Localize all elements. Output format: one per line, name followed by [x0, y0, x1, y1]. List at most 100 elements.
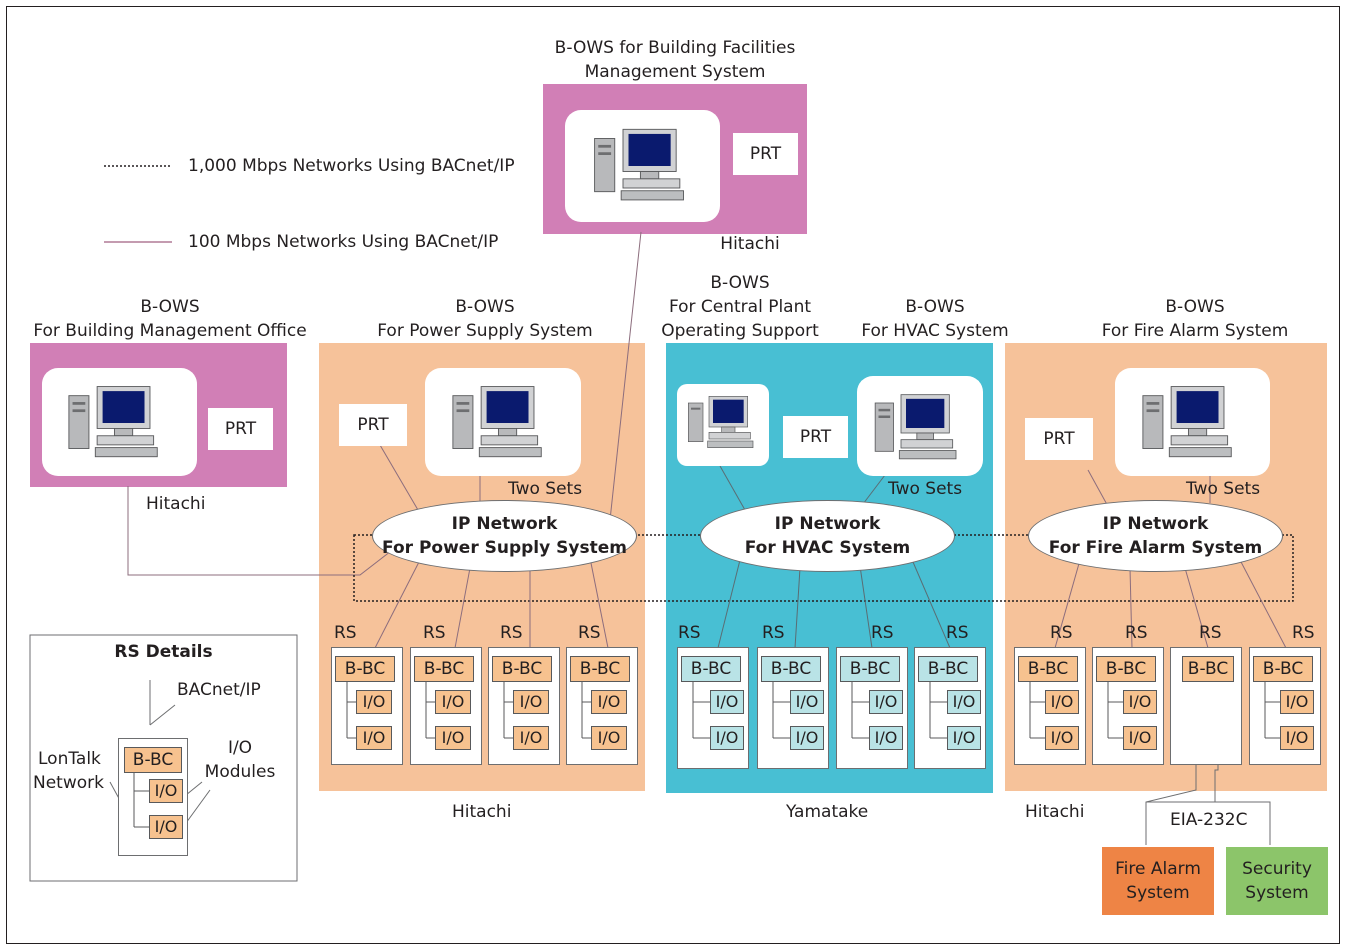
bbc-controller: B-BC — [840, 656, 900, 682]
fire-ip-network: IP Network For Fire Alarm System — [1028, 500, 1283, 572]
io-module: I/O — [513, 726, 549, 750]
power-net-1: IP Network — [451, 514, 558, 534]
io-module: I/O — [591, 690, 627, 714]
bbc-controller: B-BC — [681, 656, 741, 682]
top-ows-title-2: Management System — [584, 62, 766, 82]
workstation-icon — [452, 386, 542, 458]
central-pc-box — [677, 384, 769, 466]
diagram-frame — [6, 6, 1340, 944]
eia-label: EIA-232C — [1168, 808, 1250, 832]
io-module: I/O — [356, 690, 392, 714]
io-module: I/O — [1123, 690, 1157, 714]
hvac-sets: Two Sets — [888, 479, 963, 499]
io-module: I/O — [947, 690, 981, 714]
io-module: I/O — [1045, 726, 1079, 750]
bbc-controller: B-BC — [492, 656, 552, 682]
io-module: I/O — [149, 815, 183, 839]
fire-title-1: B-OWS — [1165, 297, 1225, 317]
fire-sets: Two Sets — [1186, 479, 1261, 499]
rs-unit: B-BC I/O I/O — [677, 647, 749, 769]
rs-details-lontalk-2: Network — [33, 773, 104, 793]
fire-alarm-system-2: System — [1126, 883, 1190, 903]
mgmt-title-2: For Building Management Office — [33, 321, 307, 341]
io-module: I/O — [869, 690, 903, 714]
fire-net-2: For Fire Alarm System — [1048, 538, 1263, 558]
fire-alarm-system-1: Fire Alarm — [1115, 859, 1201, 879]
bbc-controller: B-BC — [335, 656, 395, 682]
rs-unit: B-BC I/O I/O — [1092, 647, 1164, 765]
rs-unit: B-BC I/O I/O — [836, 647, 908, 769]
rs-details-unit: B-BC I/O I/O — [118, 738, 188, 856]
io-module: I/O — [790, 690, 824, 714]
fire-vendor: Hitachi — [1025, 802, 1085, 822]
top-ows-title-1: B-OWS for Building Facilities — [554, 38, 796, 58]
bbc-controller: B-BC — [1253, 656, 1313, 682]
bbc-controller: B-BC — [1182, 656, 1234, 682]
rs-details-io-2: Modules — [204, 762, 276, 782]
legend-fast: 100 Mbps Networks Using BACnet/IP — [188, 232, 499, 252]
central-title-3: Operating Support — [661, 321, 819, 341]
lontalk-bus — [425, 682, 435, 739]
rs-unit: B-BC I/O I/O — [331, 647, 403, 765]
fire-pc-box — [1115, 368, 1270, 476]
fire-alarm-system-box: Fire Alarm System — [1102, 847, 1214, 915]
top-ows-prt: PRT — [733, 133, 798, 175]
power-ip-network: IP Network For Power Supply System — [372, 500, 637, 572]
lontalk-bus — [1107, 682, 1123, 739]
rs-label: RS — [423, 623, 446, 643]
io-module: I/O — [591, 726, 627, 750]
hvac-title-1: B-OWS — [905, 297, 965, 317]
rs-label: RS — [1125, 623, 1148, 643]
bbc-controller: B-BC — [570, 656, 630, 682]
workstation-icon — [874, 394, 957, 460]
lontalk-bus — [692, 682, 710, 739]
workstation-icon — [68, 386, 158, 458]
lontalk-bus — [851, 682, 869, 739]
power-sets: Two Sets — [508, 479, 583, 499]
lontalk-bus — [581, 682, 591, 739]
rs-unit: B-BC I/O I/O — [566, 647, 638, 765]
fire-prt: PRT — [1025, 418, 1093, 460]
fire-title-2: For Fire Alarm System — [1101, 321, 1289, 341]
central-title-1: B-OWS — [710, 273, 770, 293]
rs-label: RS — [946, 623, 969, 643]
rs-unit: B-BC I/O I/O — [757, 647, 829, 769]
rs-details-io-1: I/O — [227, 738, 253, 758]
rs-details-bacnet: BACnet/IP — [177, 680, 261, 700]
rs-label: RS — [500, 623, 523, 643]
rs-label: RS — [678, 623, 701, 643]
rs-unit: B-BC I/O I/O — [914, 647, 986, 769]
rs-label: RS — [871, 623, 894, 643]
bbc-controller: B-BC — [918, 656, 978, 682]
rs-label: RS — [1050, 623, 1073, 643]
bbc-controller: B-BC — [761, 656, 821, 682]
workstation-icon — [594, 128, 684, 201]
mgmt-pc-box — [42, 368, 197, 476]
security-system-1: Security — [1242, 859, 1312, 879]
io-module: I/O — [435, 726, 471, 750]
io-module: I/O — [710, 726, 744, 750]
hvac-ip-network: IP Network For HVAC System — [700, 500, 955, 572]
lontalk-bus — [346, 682, 356, 739]
security-system-box: Security System — [1226, 847, 1328, 915]
bbc-controller: B-BC — [414, 656, 474, 682]
rs-label: RS — [1199, 623, 1222, 643]
top-ows-pc-box — [565, 110, 720, 222]
rs-unit: B-BC I/O I/O — [1014, 647, 1086, 765]
power-pc-box — [425, 368, 581, 476]
power-vendor: Hitachi — [452, 802, 512, 822]
hvac-net-1: IP Network — [774, 514, 881, 534]
rs-details-lontalk-1: LonTalk — [38, 749, 101, 769]
central-prt: PRT — [783, 416, 848, 458]
lontalk-bus — [772, 682, 790, 739]
legend-gigabit: 1,000 Mbps Networks Using BACnet/IP — [188, 156, 515, 176]
io-module: I/O — [149, 779, 183, 803]
hvac-pc-box — [857, 376, 983, 476]
hvac-title-2: For HVAC System — [861, 321, 1009, 341]
io-module: I/O — [1280, 726, 1314, 750]
lontalk-bus — [1264, 682, 1280, 739]
io-module: I/O — [356, 726, 392, 750]
io-module: I/O — [1045, 690, 1079, 714]
power-net-2: For Power Supply System — [382, 538, 627, 558]
bbc-controller: B-BC — [1096, 656, 1156, 682]
